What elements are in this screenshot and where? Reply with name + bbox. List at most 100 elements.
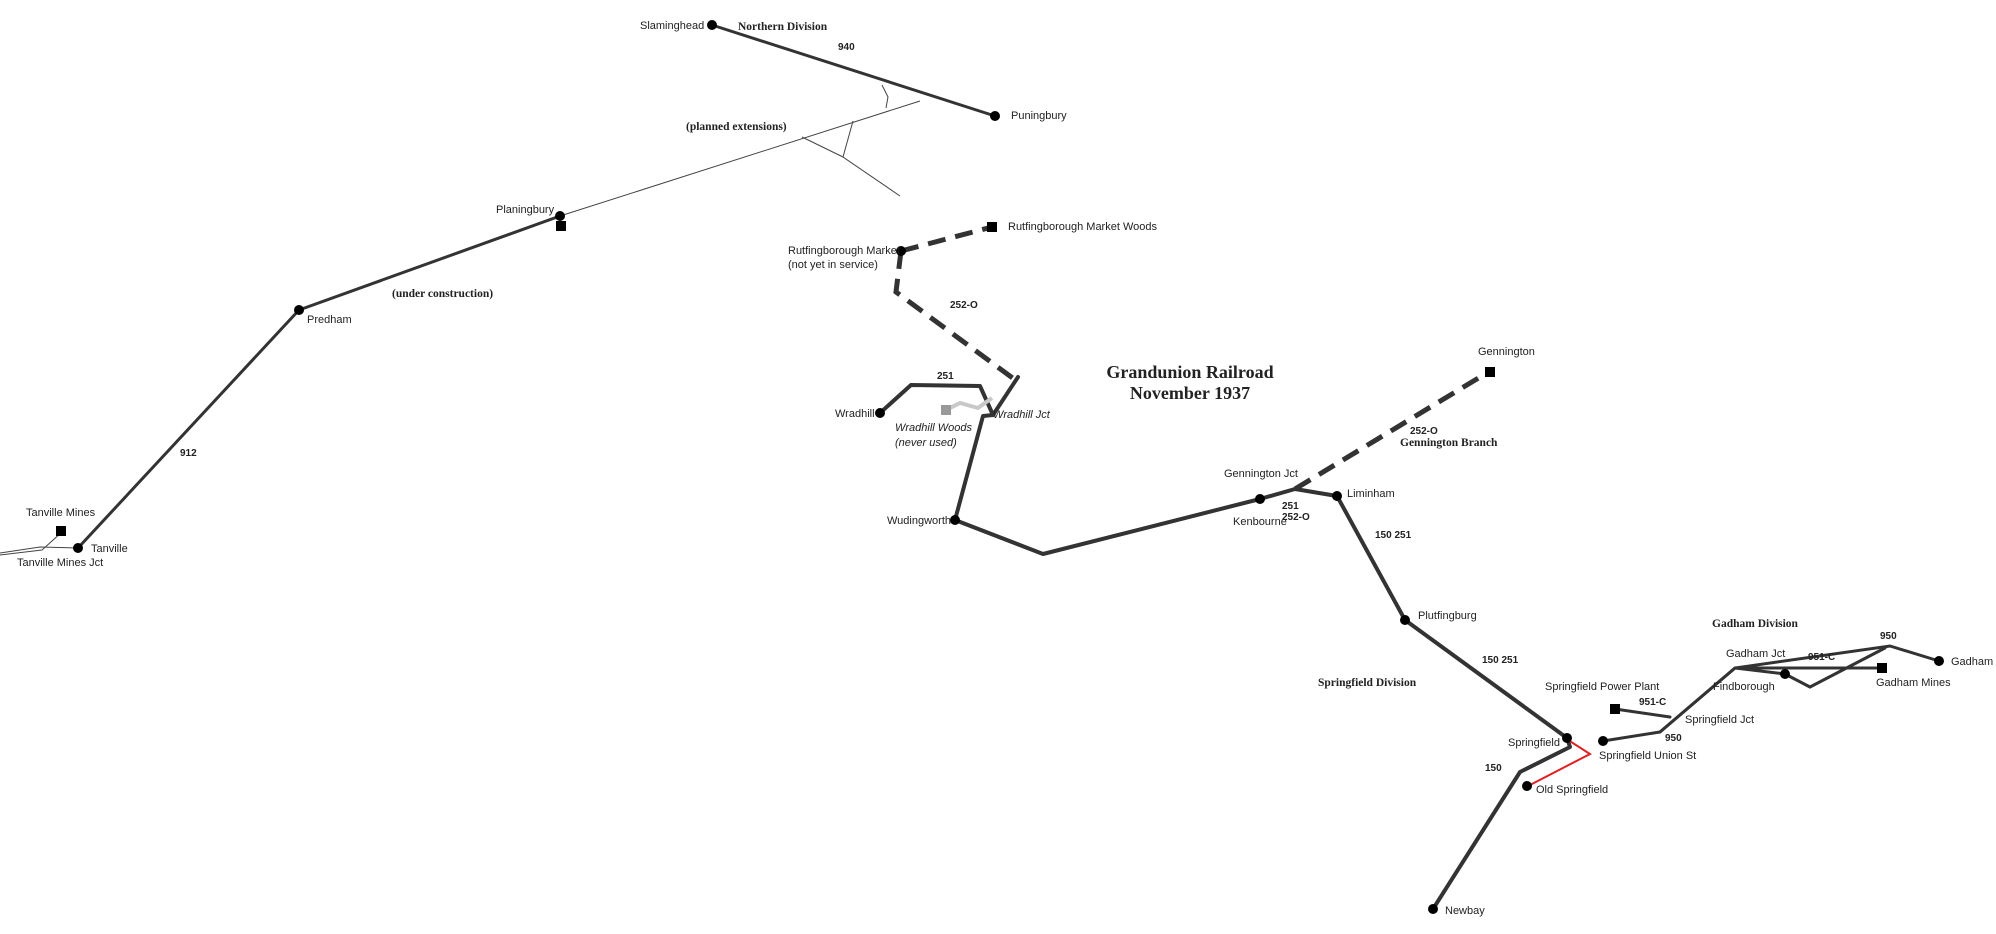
terminal-markers [56,221,1887,714]
station-dot-gadham [1934,656,1944,666]
label-liminham: Liminham [1347,488,1395,500]
route-252o-gennington-branch: 252-O [1410,426,1438,437]
tanville-mines-spur-2 [0,546,79,554]
track-lines-main [878,375,1572,911]
label-slaminghead: Slaminghead [640,20,704,32]
label-rutfingborough-market-note: (not yet in service) [788,259,878,271]
track-wradhill-loop [878,383,995,417]
red-connector [1529,737,1592,786]
station-dot-predham [294,305,304,315]
terminal-springfield-power-plant [1610,704,1620,714]
gennington-branch-label: Gennington Branch [1400,437,1498,449]
tanville-mines-spur [0,531,63,556]
label-rutfingborough-market: Rutfingborough Market [788,245,900,257]
track-gennington-branch [1293,368,1492,492]
station-dot-puningbury [990,111,1000,121]
route-252o-kenbourne: 252-O [1282,512,1310,523]
route-150-251-plutfingburg: 150 251 [1482,655,1519,666]
label-springfield: Springfield [1508,737,1560,749]
label-springfield-union-st: Springfield Union St [1599,750,1696,762]
dashed-lines [893,224,1492,492]
route-951c-power-plant: 951-C [1639,697,1666,708]
planned-line-stub [881,84,889,109]
planned-line-branch-2 [801,136,844,158]
label-gadham-jct: Gadham Jct [1726,648,1785,660]
label-planingbury: Planingbury [496,204,555,216]
station-dot-newbay [1428,904,1438,914]
route-252o-rutfingborough: 252-O [950,300,978,311]
track-tanville-predham [76,308,301,550]
route-951c-gadham: 951-C [1808,652,1835,663]
track-wradhill-woods [945,396,994,412]
track-rutfingborough-woods [900,224,993,254]
terminal-tanville-mines [56,526,66,536]
station-dot-planingbury [555,211,565,221]
track-wradhill-jct-wudingworth [953,375,1020,522]
station-dot-old-springfield [1522,781,1532,791]
terminal-gadham-mines [1877,663,1887,673]
map-subtitle: November 1937 [1130,383,1250,403]
terminal-planingbury [556,221,566,231]
track-gennington-jct-liminham [1258,487,1339,501]
label-tanville-mines-jct: Tanville Mines Jct [17,557,103,569]
label-predham: Predham [307,314,352,326]
map-title: Grandunion Railroad [1106,362,1273,382]
station-dot-rutfingborough-market [896,246,906,256]
label-tanville: Tanville [91,543,128,555]
track-springfield-union-to-gadham [1601,644,1941,743]
route-950-gadham: 950 [1880,631,1897,642]
terminal-gennington [1485,367,1495,377]
track-wudingworth-gennington-jct [953,497,1262,556]
route-150: 150 [1485,763,1502,774]
terminal-rutfingborough-market-woods [987,222,997,232]
station-dot-tanville [73,543,83,553]
label-wradhill: Wradhill [835,408,875,420]
track-rutfingborough-wradhill-jct [893,250,1020,385]
label-wradhill-woods: Wradhill Woods [895,422,973,434]
route-251-kenbourne: 251 [1282,501,1299,512]
station-dot-springfield [1562,733,1572,743]
label-wradhill-jct: Wradhill Jct [993,409,1051,421]
planned-line-main [559,100,921,217]
label-wudingworth: Wudingworth [887,515,951,527]
springfield-division-label: Springfield Division [1318,677,1417,689]
label-plutfingburg: Plutfingburg [1418,610,1477,622]
northern-division-label: Northern Division [738,21,828,33]
label-tanville-mines: Tanville Mines [26,507,96,519]
station-dot-liminham [1332,491,1342,501]
wradhill-woods-marker [941,405,951,415]
track-findborough-loop [1733,646,1887,689]
label-gennington-jct: Gennington Jct [1224,468,1298,480]
station-dot-findborough [1780,669,1790,679]
track-predham-planingbury [297,214,562,312]
station-dot-slaminghead [707,20,717,30]
label-wradhill-woods-note: (never used) [895,437,957,449]
route-950-springfield-jct: 950 [1665,733,1682,744]
route-150-251-liminham: 150 251 [1375,530,1412,541]
label-gennington: Gennington [1478,346,1535,358]
planned-line-branch [842,120,901,197]
station-dot-gennington-jct [1255,494,1265,504]
planned-extension-lines [0,84,921,556]
route-912: 912 [180,448,197,459]
label-findborough: Findborough [1713,681,1775,693]
planned-extensions-note: (planned extensions) [686,121,787,133]
route-251-wradhill: 251 [937,371,954,382]
track-slaminghead-puningbury [710,23,997,118]
station-dot-wradhill [875,408,885,418]
label-gadham-mines: Gadham Mines [1876,677,1951,689]
station-dot-springfield-union-st [1598,736,1608,746]
station-dot-plutfingburg [1400,615,1410,625]
route-940: 940 [838,42,855,53]
label-rutfingborough-market-woods: Rutfingborough Market Woods [1008,221,1157,233]
label-gadham: Gadham [1951,656,1993,668]
label-old-springfield: Old Springfield [1536,784,1608,796]
label-springfield-power-plant: Springfield Power Plant [1545,681,1659,693]
label-kenbourne: Kenbourne [1233,516,1287,528]
label-springfield-jct: Springfield Jct [1685,714,1754,726]
label-puningbury: Puningbury [1011,110,1067,122]
station-dots [73,20,1944,914]
label-newbay: Newbay [1445,905,1485,917]
never-used-track [945,396,994,412]
